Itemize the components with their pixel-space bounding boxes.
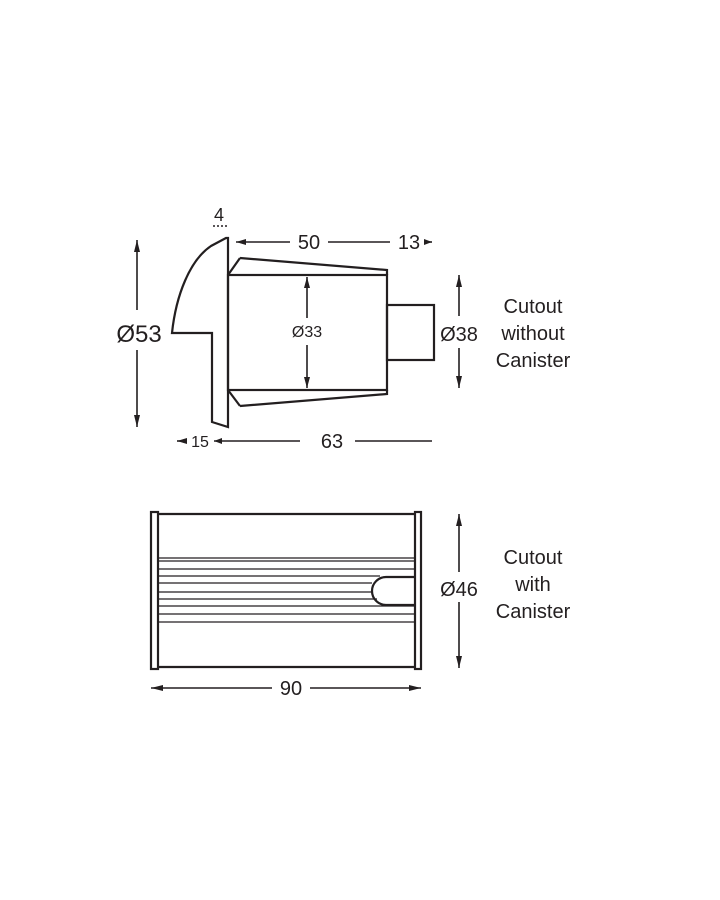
canister-right-rim <box>413 510 423 671</box>
dim-body-diameter: Ø33 <box>292 324 322 341</box>
dim-canister-length: 90 <box>280 678 302 700</box>
arrow-body-lower <box>304 377 310 388</box>
dim-cutout-diameter: Ø38 <box>440 324 478 346</box>
dim-flange-diameter: Ø53 <box>116 321 161 348</box>
taper-bottom-join <box>227 389 241 407</box>
caption-top-line-2: without <box>500 323 565 345</box>
arrow-flange-depth-left <box>177 438 187 444</box>
arrow-tail-right <box>424 239 432 245</box>
arrow-canister-lower <box>456 656 462 668</box>
caption-bottom-line-3: Canister <box>496 601 571 623</box>
arrow-cutout-lower <box>456 376 462 388</box>
dim-tail-length: 13 <box>398 232 420 254</box>
arrow-flange-lower <box>134 415 140 427</box>
flange-outline <box>170 236 230 429</box>
arrow-overall-left <box>214 438 222 444</box>
taper-top <box>239 256 389 275</box>
arrow-canister-upper <box>456 514 462 526</box>
arrow-canister-left <box>151 685 163 691</box>
dim-flange-thickness: 4 <box>214 205 224 225</box>
tail-outline <box>385 303 436 362</box>
arrow-cutout-upper <box>456 275 462 287</box>
arrow-flange-upper <box>134 240 140 252</box>
taper-top-join <box>227 257 241 276</box>
arrow-body-upper <box>304 277 310 288</box>
dim-overall-length: 63 <box>321 431 343 453</box>
taper-bottom <box>239 390 389 408</box>
caption-bottom-line-2: with <box>514 574 551 596</box>
caption-bottom-line-1: Cutout <box>504 547 563 569</box>
top-view: Ø33 4 50 13 Ø53 Ø38 15 63 Cutout <box>116 205 570 453</box>
caption-top-line-3: Canister <box>496 350 571 372</box>
dim-flange-depth: 15 <box>191 434 209 451</box>
canister-notch <box>370 575 415 607</box>
arrow-canister-right <box>409 685 421 691</box>
bottom-view: Ø46 90 Cutout with Canister <box>149 510 571 700</box>
arrow-body-left <box>236 239 246 245</box>
caption-top-line-1: Cutout <box>504 296 563 318</box>
dim-body-length: 50 <box>298 232 320 254</box>
canister-left-rim <box>149 510 160 671</box>
dim-canister-diameter: Ø46 <box>440 579 478 601</box>
